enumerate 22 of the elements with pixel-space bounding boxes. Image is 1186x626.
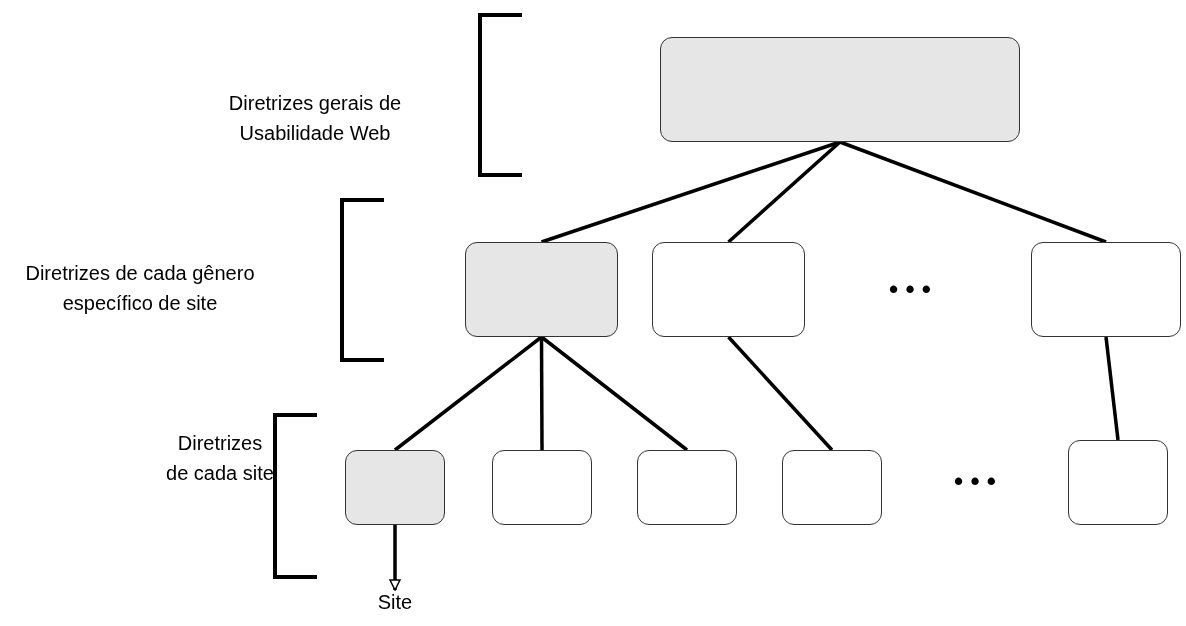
rounded-box: [660, 37, 1020, 142]
instruction-text: Diretrizes gerais de Usabilidade Web: [227, 91, 403, 146]
rounded-box: [1031, 242, 1181, 337]
rounded-box: [1068, 440, 1168, 525]
rounded-box: [492, 450, 592, 525]
ellipsis: • • •: [953, 466, 997, 496]
rounded-box: [782, 450, 882, 525]
connector-line: [393, 335, 543, 452]
ellipsis: • • •: [888, 274, 932, 304]
rounded-box: [637, 450, 737, 525]
node-text: Site: [377, 591, 413, 613]
connector-line: [539, 337, 544, 450]
instruction-text: Diretrizes de cada gênero específico de site: [24, 261, 256, 316]
rounded-box: [652, 242, 805, 337]
connector-line: [839, 140, 1107, 244]
connector-line: [727, 335, 834, 452]
rounded-box: [345, 450, 445, 525]
arrow: [389, 525, 401, 591]
connector-line: [540, 335, 689, 452]
connector-line: [1104, 336, 1120, 441]
instruction-text: Diretrizes de cada site: [165, 431, 275, 486]
rounded-box: [465, 242, 618, 337]
